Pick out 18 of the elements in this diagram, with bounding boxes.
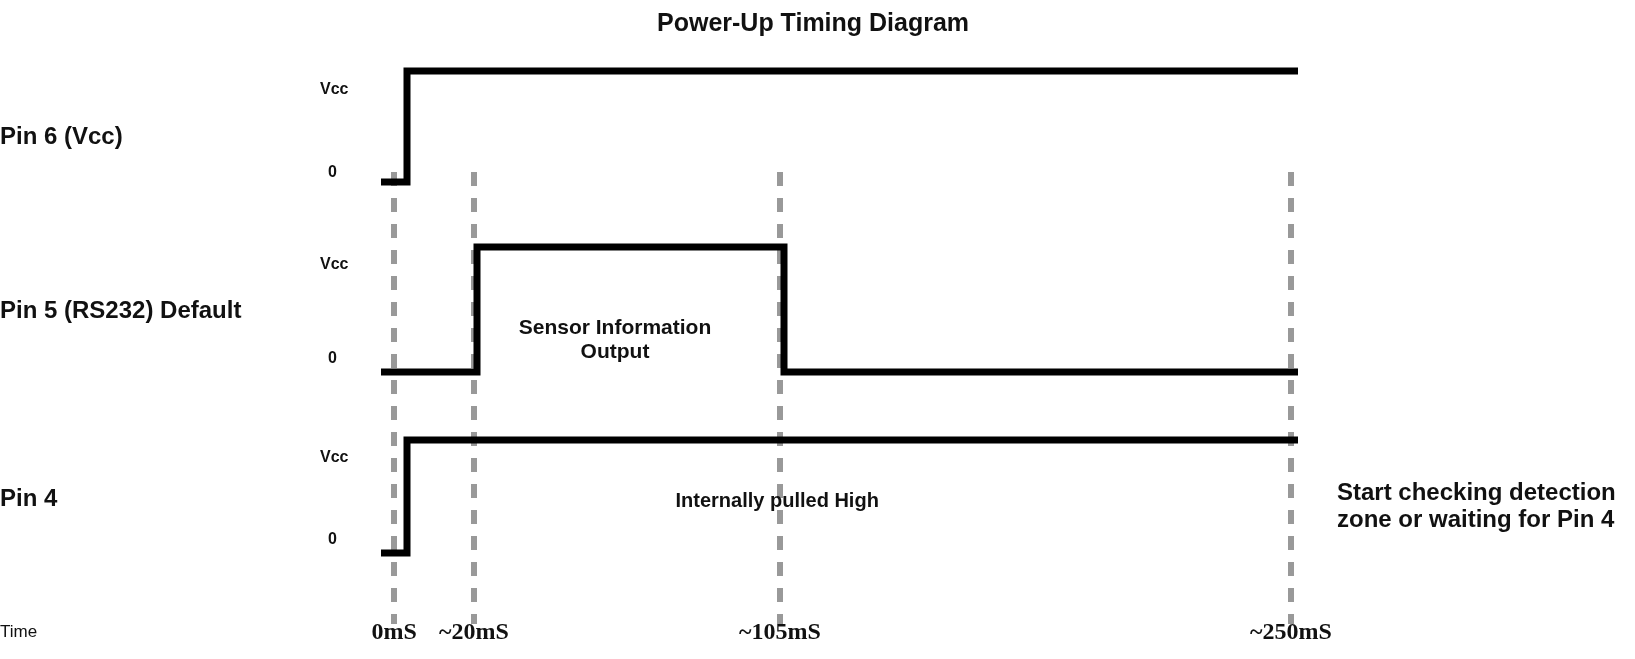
annotation-text: Start checking detection zone or waiting for Pin 4 — [1337, 477, 1617, 533]
time-label: ~20mS — [439, 618, 509, 646]
annotation-text: Sensor Information Output — [517, 315, 713, 364]
time-label: 0mS — [371, 618, 417, 646]
level-label: Vcc — [320, 255, 349, 274]
time-label: ~105mS — [739, 618, 821, 646]
signal-name: Pin 6 (Vcc) — [0, 122, 123, 150]
time-label: ~250mS — [1250, 618, 1332, 646]
signal-name: Pin 4 — [0, 484, 58, 512]
level-label: 0 — [328, 349, 337, 368]
signal-name: Pin 5 (RS232) Default — [0, 296, 242, 324]
annotation-text: Internally pulled High — [675, 488, 879, 512]
level-label: Vcc — [320, 80, 349, 99]
level-label: 0 — [328, 530, 337, 549]
level-label: 0 — [328, 163, 337, 182]
diagram-title: Power-Up Timing Diagram — [657, 7, 970, 37]
axis-label: Time — [0, 622, 38, 642]
level-label: Vcc — [320, 448, 349, 467]
